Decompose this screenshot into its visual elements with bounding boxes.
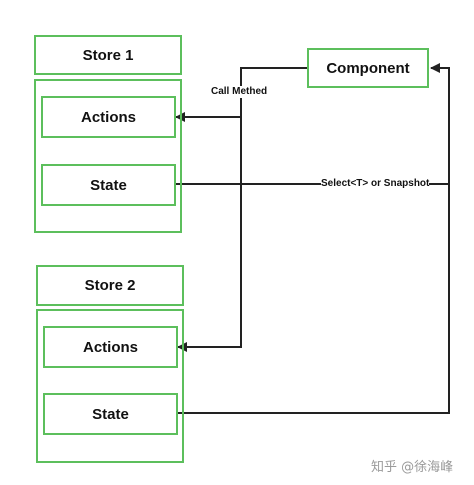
call-method-label: Call Methed <box>211 86 268 98</box>
select-edge-store2 <box>178 184 450 414</box>
watermark-text: 知乎 @徐海峰 <box>371 460 454 475</box>
store2-actions-label: Actions <box>82 338 138 356</box>
store1-state-label: State <box>90 176 127 194</box>
store2-title: Store 2 <box>84 277 136 294</box>
store2-state-box: State <box>43 393 178 435</box>
select-edge-store1 <box>176 63 450 185</box>
store1-actions-label: Actions <box>80 108 136 126</box>
store1-state-box: State <box>41 164 176 206</box>
store1-title-box: Store 1 <box>34 35 182 75</box>
store2-container <box>36 309 184 463</box>
store2-actions-box: Actions <box>43 326 178 368</box>
store1-container <box>34 79 182 233</box>
select-snapshot-label: Select<T> or Snapshot <box>321 178 430 190</box>
store2-state-label: State <box>92 405 129 423</box>
call-method-edge-store2 <box>177 117 242 352</box>
store1-actions-box: Actions <box>41 96 176 138</box>
store2-title-box: Store 2 <box>36 265 184 306</box>
component-label: Component <box>326 59 410 77</box>
component-box: Component <box>307 48 429 88</box>
store1-title: Store 1 <box>82 46 134 64</box>
